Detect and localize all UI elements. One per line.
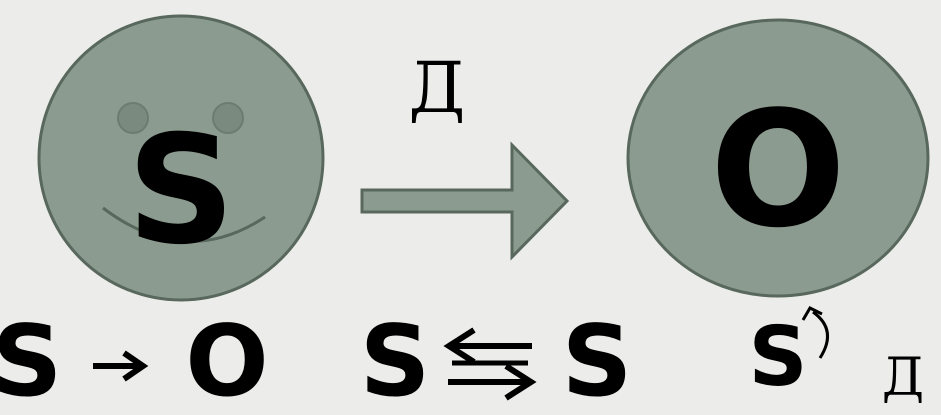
block-arrow (360, 141, 570, 261)
formula1-left: S (0, 305, 62, 411)
formula2-right: S (562, 305, 633, 411)
formula2-left: S (360, 305, 431, 411)
formula-subject-subject: S S (360, 305, 633, 415)
smile-curve (102, 206, 266, 243)
object-shape: O (626, 18, 930, 298)
face-circle (37, 14, 325, 302)
right-eye (212, 102, 244, 134)
subject-letter: S (127, 104, 235, 278)
formula-subject-to-object: S O (0, 305, 269, 415)
subject-face: S (37, 14, 325, 302)
formula3-subject: S (748, 310, 807, 405)
formula-self-action: S Д (748, 306, 924, 408)
formula3-label: Д (882, 348, 924, 408)
arrow-label: Д (409, 47, 466, 129)
object-ellipse (626, 18, 930, 298)
formula1-right: O (185, 305, 268, 411)
object-letter: O (710, 76, 846, 263)
bidirectional-arrows-icon (443, 327, 537, 401)
curved-return-arrow-icon (801, 306, 829, 359)
right-arrow-icon (93, 350, 149, 382)
left-eye (117, 102, 149, 134)
